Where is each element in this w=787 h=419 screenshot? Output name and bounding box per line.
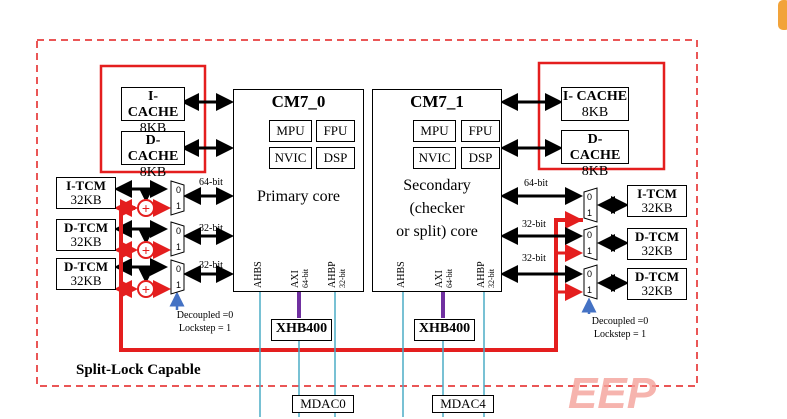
mpu-unit: MPU: [269, 120, 312, 142]
nvic-unit: NVIC: [269, 147, 312, 169]
axi-port-label: AXI: [290, 270, 301, 288]
mux-input-1: 1: [587, 285, 592, 295]
core-title: CM7_0: [271, 92, 326, 111]
core-cm7-1: CM7_1 MPU FPU NVIC DSP Secondary (checke…: [372, 89, 502, 292]
svg-text:+: +: [142, 242, 150, 258]
fpu-unit: FPU: [316, 120, 355, 142]
svg-text:EEPW: EEPW: [568, 369, 656, 414]
ahbs-port-label: AHBS: [253, 261, 264, 288]
bus-width-label: 32-bit: [199, 260, 223, 271]
dsp-unit: DSP: [461, 147, 500, 169]
mux-right-1: 0 1: [583, 187, 598, 223]
ahbp-port-label: AHBP: [327, 261, 338, 288]
mux-input-1: 1: [176, 242, 181, 252]
core-role-label: (checker: [409, 200, 465, 217]
mux-input-1: 1: [587, 246, 592, 256]
split-lock-boundary: [36, 39, 698, 387]
mux-input-0: 0: [587, 192, 592, 202]
mux-input-0: 0: [176, 185, 181, 195]
mux-input-1: 1: [587, 208, 592, 218]
mux-input-1: 1: [176, 201, 181, 211]
adder-circle: [137, 199, 155, 217]
right-cache-highlight: [537, 61, 666, 171]
mux-input-1: 1: [176, 280, 181, 290]
mdac0-block: MDAC0: [292, 395, 354, 413]
svg-text:+: +: [142, 200, 150, 216]
axi-port-width: 64-bit: [445, 268, 454, 288]
core-cm7-0: CM7_0 MPU FPU NVIC DSP Primary core: [233, 89, 364, 292]
ahbp-port-width: 32-bit: [338, 268, 347, 288]
dsp-unit: DSP: [316, 147, 355, 169]
mpu-unit: MPU: [413, 120, 456, 142]
core-role-label: Secondary: [403, 177, 471, 194]
bus-width-label: 32-bit: [522, 253, 546, 264]
xhb400-core1: XHB400: [414, 319, 475, 341]
axi-port-width: 64-bit: [301, 268, 310, 288]
split-lock-label: Split-Lock Capable: [76, 362, 201, 378]
svg-text:+: +: [142, 281, 150, 297]
mux-input-0: 0: [587, 230, 592, 240]
ahbp-port-width: 32-bit: [487, 268, 496, 288]
mux-left-3: 0 1: [170, 259, 185, 295]
bus-width-label: 32-bit: [199, 223, 223, 234]
core-title: CM7_1: [410, 92, 464, 111]
xhb400-core0: XHB400: [271, 319, 332, 341]
adder-circle: [137, 280, 155, 298]
mux-right-2: 0 1: [583, 225, 598, 261]
fpu-unit: FPU: [461, 120, 500, 142]
adder-circle: [137, 241, 155, 259]
mux-left-2: 0 1: [170, 221, 185, 257]
ahbs-port-label: AHBS: [396, 261, 407, 288]
left-cache-highlight: [99, 64, 207, 174]
mux-right-3: 0 1: [583, 264, 598, 300]
bus-width-label: 32-bit: [522, 219, 546, 230]
core-role-label: or split) core: [396, 223, 478, 240]
axi-port-label: AXI: [434, 270, 445, 288]
eepw-watermark-logo: EEPW: [566, 368, 701, 418]
mux-input-0: 0: [587, 269, 592, 279]
bus-width-label: 64-bit: [199, 177, 223, 188]
ahbp-port-label: AHBP: [476, 261, 487, 288]
mux-input-0: 0: [176, 264, 181, 274]
corner-tab: [778, 0, 787, 30]
nvic-unit: NVIC: [413, 147, 456, 169]
core-role-label: Primary core: [256, 188, 341, 205]
mdac4-block: MDAC4: [432, 395, 494, 413]
mux-input-0: 0: [176, 226, 181, 236]
mux-left-1: 0 1: [170, 180, 185, 216]
bus-width-label: 64-bit: [524, 178, 548, 189]
